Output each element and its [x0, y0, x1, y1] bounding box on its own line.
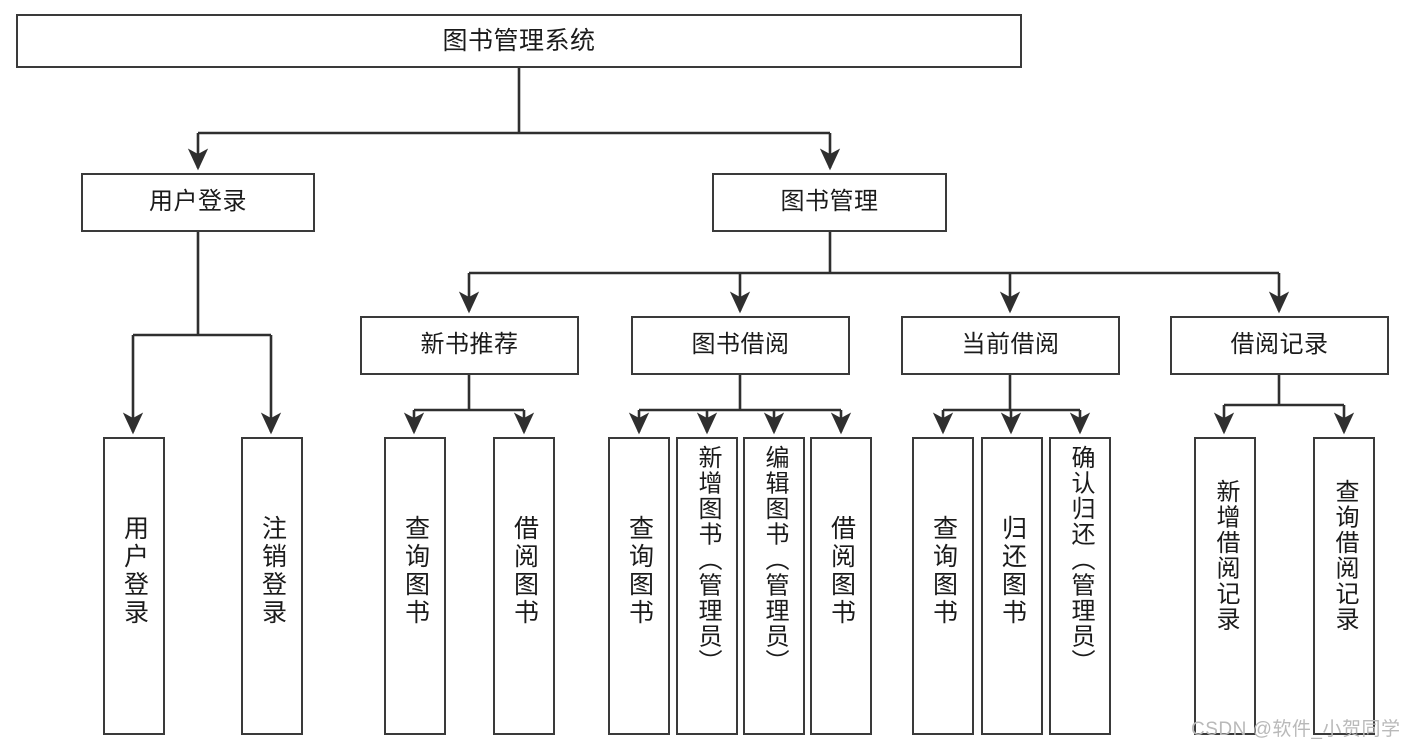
node-label: 查询图书	[401, 515, 430, 627]
node-label: 查询图书	[929, 515, 958, 627]
leaf-add-borrow-record[interactable]: 新增借阅记录	[1194, 437, 1256, 735]
node-book-borrow[interactable]: 图书借阅	[631, 316, 850, 375]
node-label: 新增图书（管理员）	[693, 445, 721, 675]
leaf-user-login[interactable]: 用户登录	[103, 437, 165, 735]
node-label: 确认归还（管理员）	[1066, 445, 1094, 675]
node-label: 注销登录	[258, 515, 287, 627]
leaf-edit-book-admin[interactable]: 编辑图书（管理员）	[743, 437, 805, 735]
leaf-query-book-current[interactable]: 查询图书	[912, 437, 974, 735]
leaf-return-book[interactable]: 归还图书	[981, 437, 1043, 735]
node-label: 借阅记录	[1230, 331, 1329, 359]
node-label: 用户登录	[149, 188, 247, 216]
leaf-borrow-book[interactable]: 借阅图书	[810, 437, 872, 735]
node-label: 新书推荐	[420, 331, 519, 359]
node-label: 查询图书	[625, 515, 654, 627]
leaf-borrow-book-recommend[interactable]: 借阅图书	[493, 437, 555, 735]
node-label: 用户登录	[120, 515, 149, 627]
leaf-confirm-return-admin[interactable]: 确认归还（管理员）	[1049, 437, 1111, 735]
leaf-query-borrow-record[interactable]: 查询借阅记录	[1313, 437, 1375, 735]
leaf-add-book-admin[interactable]: 新增图书（管理员）	[676, 437, 738, 735]
node-label: 新增借阅记录	[1211, 479, 1239, 632]
node-label: 图书借阅	[691, 331, 790, 359]
node-book-management[interactable]: 图书管理	[712, 173, 947, 232]
node-label: 当前借阅	[961, 331, 1060, 359]
node-label: 借阅图书	[510, 515, 539, 627]
node-label: 归还图书	[998, 515, 1027, 627]
node-user-login[interactable]: 用户登录	[81, 173, 315, 232]
leaf-query-book-borrow[interactable]: 查询图书	[608, 437, 670, 735]
leaf-logout[interactable]: 注销登录	[241, 437, 303, 735]
node-label: 编辑图书（管理员）	[760, 445, 788, 675]
csdn-watermark: CSDN @软件_小贺同学	[1191, 719, 1401, 740]
node-new-book-recommend[interactable]: 新书推荐	[360, 316, 579, 375]
node-label: 图书管理系统	[442, 27, 596, 55]
node-label: 借阅图书	[827, 515, 856, 627]
node-borrow-record[interactable]: 借阅记录	[1170, 316, 1389, 375]
node-label: 图书管理	[780, 188, 879, 216]
leaf-query-book-recommend[interactable]: 查询图书	[384, 437, 446, 735]
node-current-borrow[interactable]: 当前借阅	[901, 316, 1120, 375]
node-label: 查询借阅记录	[1330, 479, 1358, 632]
node-root-book-management-system[interactable]: 图书管理系统	[16, 14, 1022, 68]
